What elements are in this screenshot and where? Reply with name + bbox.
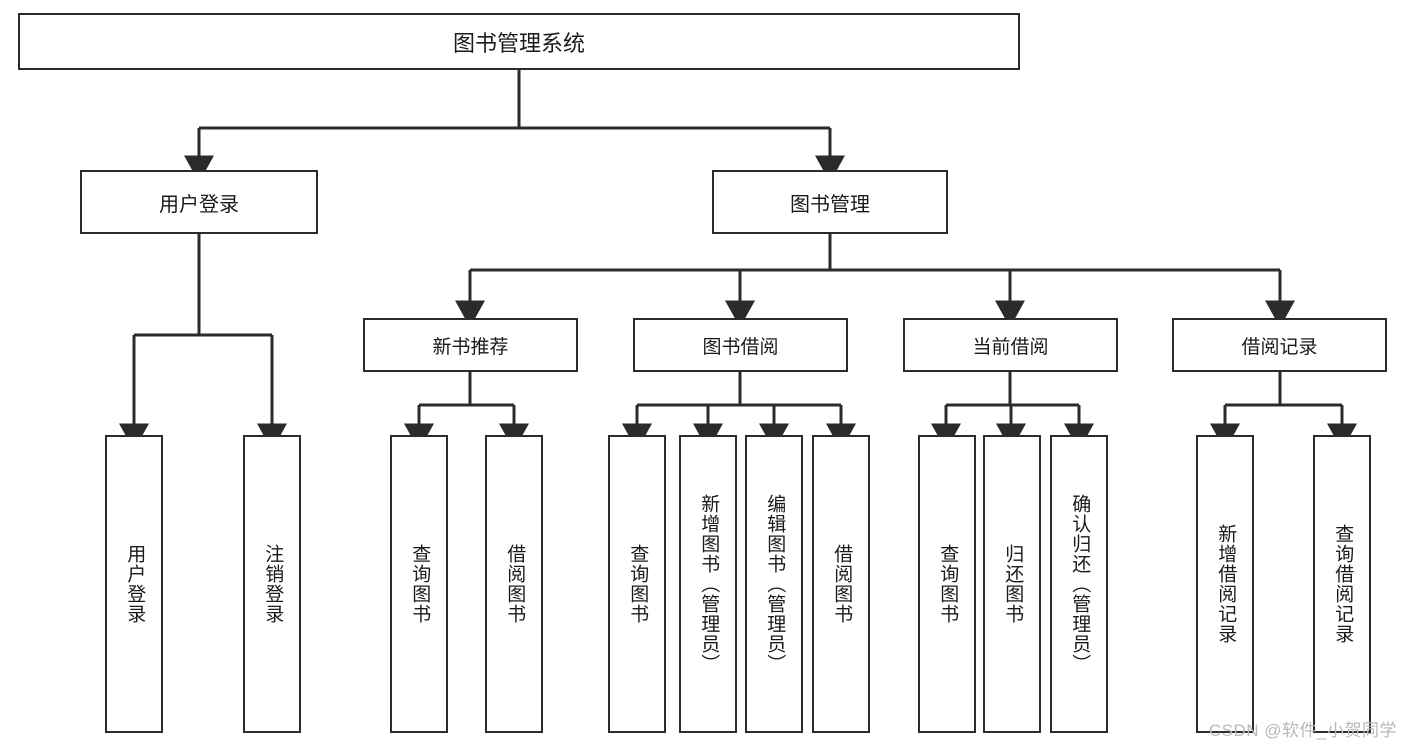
node-label: 注销登录 bbox=[262, 544, 284, 624]
leaf-borrow-borrow-book[interactable]: 借阅图书 bbox=[812, 435, 870, 733]
leaf-record-add-record[interactable]: 新增借阅记录 bbox=[1196, 435, 1254, 733]
leaf-current-confirm-return-admin[interactable]: 确认归还（管理员） bbox=[1050, 435, 1108, 733]
node-new-book-recommend[interactable]: 新书推荐 bbox=[363, 318, 578, 372]
node-current-borrow[interactable]: 当前借阅 bbox=[903, 318, 1118, 372]
node-label: 查询图书 bbox=[409, 544, 431, 624]
node-label: 图书管理 bbox=[790, 193, 870, 216]
node-label: 查询图书 bbox=[937, 544, 959, 624]
node-label: 图书借阅 bbox=[702, 336, 779, 358]
node-label: 新增借阅记录 bbox=[1215, 524, 1237, 644]
node-label: 借阅记录 bbox=[1241, 336, 1318, 358]
node-user-login[interactable]: 用户登录 bbox=[80, 170, 318, 234]
node-label: 确认归还（管理员） bbox=[1069, 494, 1091, 674]
leaf-recommend-borrow-book[interactable]: 借阅图书 bbox=[485, 435, 543, 733]
leaf-record-query-record[interactable]: 查询借阅记录 bbox=[1313, 435, 1371, 733]
node-borrow-record[interactable]: 借阅记录 bbox=[1172, 318, 1387, 372]
node-label: 借阅图书 bbox=[831, 544, 853, 624]
watermark: CSDN @软件_小贺同学 bbox=[1208, 721, 1397, 740]
node-label: 借阅图书 bbox=[504, 544, 526, 624]
node-label: 查询借阅记录 bbox=[1332, 524, 1354, 644]
node-book-management[interactable]: 图书管理 bbox=[712, 170, 948, 234]
leaf-borrow-edit-book-admin[interactable]: 编辑图书（管理员） bbox=[745, 435, 803, 733]
leaf-current-return-book[interactable]: 归还图书 bbox=[983, 435, 1041, 733]
node-book-borrow[interactable]: 图书借阅 bbox=[633, 318, 848, 372]
node-label: 用户登录 bbox=[159, 193, 239, 216]
node-label: 用户登录 bbox=[124, 544, 146, 624]
node-label: 图书管理系统 bbox=[452, 30, 585, 56]
leaf-user-logout[interactable]: 注销登录 bbox=[243, 435, 301, 733]
node-label: 归还图书 bbox=[1002, 544, 1024, 624]
leaf-current-query-book[interactable]: 查询图书 bbox=[918, 435, 976, 733]
node-label: 查询图书 bbox=[627, 544, 649, 624]
leaf-user-login[interactable]: 用户登录 bbox=[105, 435, 163, 733]
leaf-recommend-query-book[interactable]: 查询图书 bbox=[390, 435, 448, 733]
node-label: 编辑图书（管理员） bbox=[764, 494, 786, 674]
node-label: 当前借阅 bbox=[972, 336, 1049, 358]
leaf-borrow-add-book-admin[interactable]: 新增图书（管理员） bbox=[679, 435, 737, 733]
leaf-borrow-query-book[interactable]: 查询图书 bbox=[608, 435, 666, 733]
node-label: 新书推荐 bbox=[432, 336, 509, 358]
node-root-system[interactable]: 图书管理系统 bbox=[18, 13, 1020, 70]
node-label: 新增图书（管理员） bbox=[698, 494, 720, 674]
